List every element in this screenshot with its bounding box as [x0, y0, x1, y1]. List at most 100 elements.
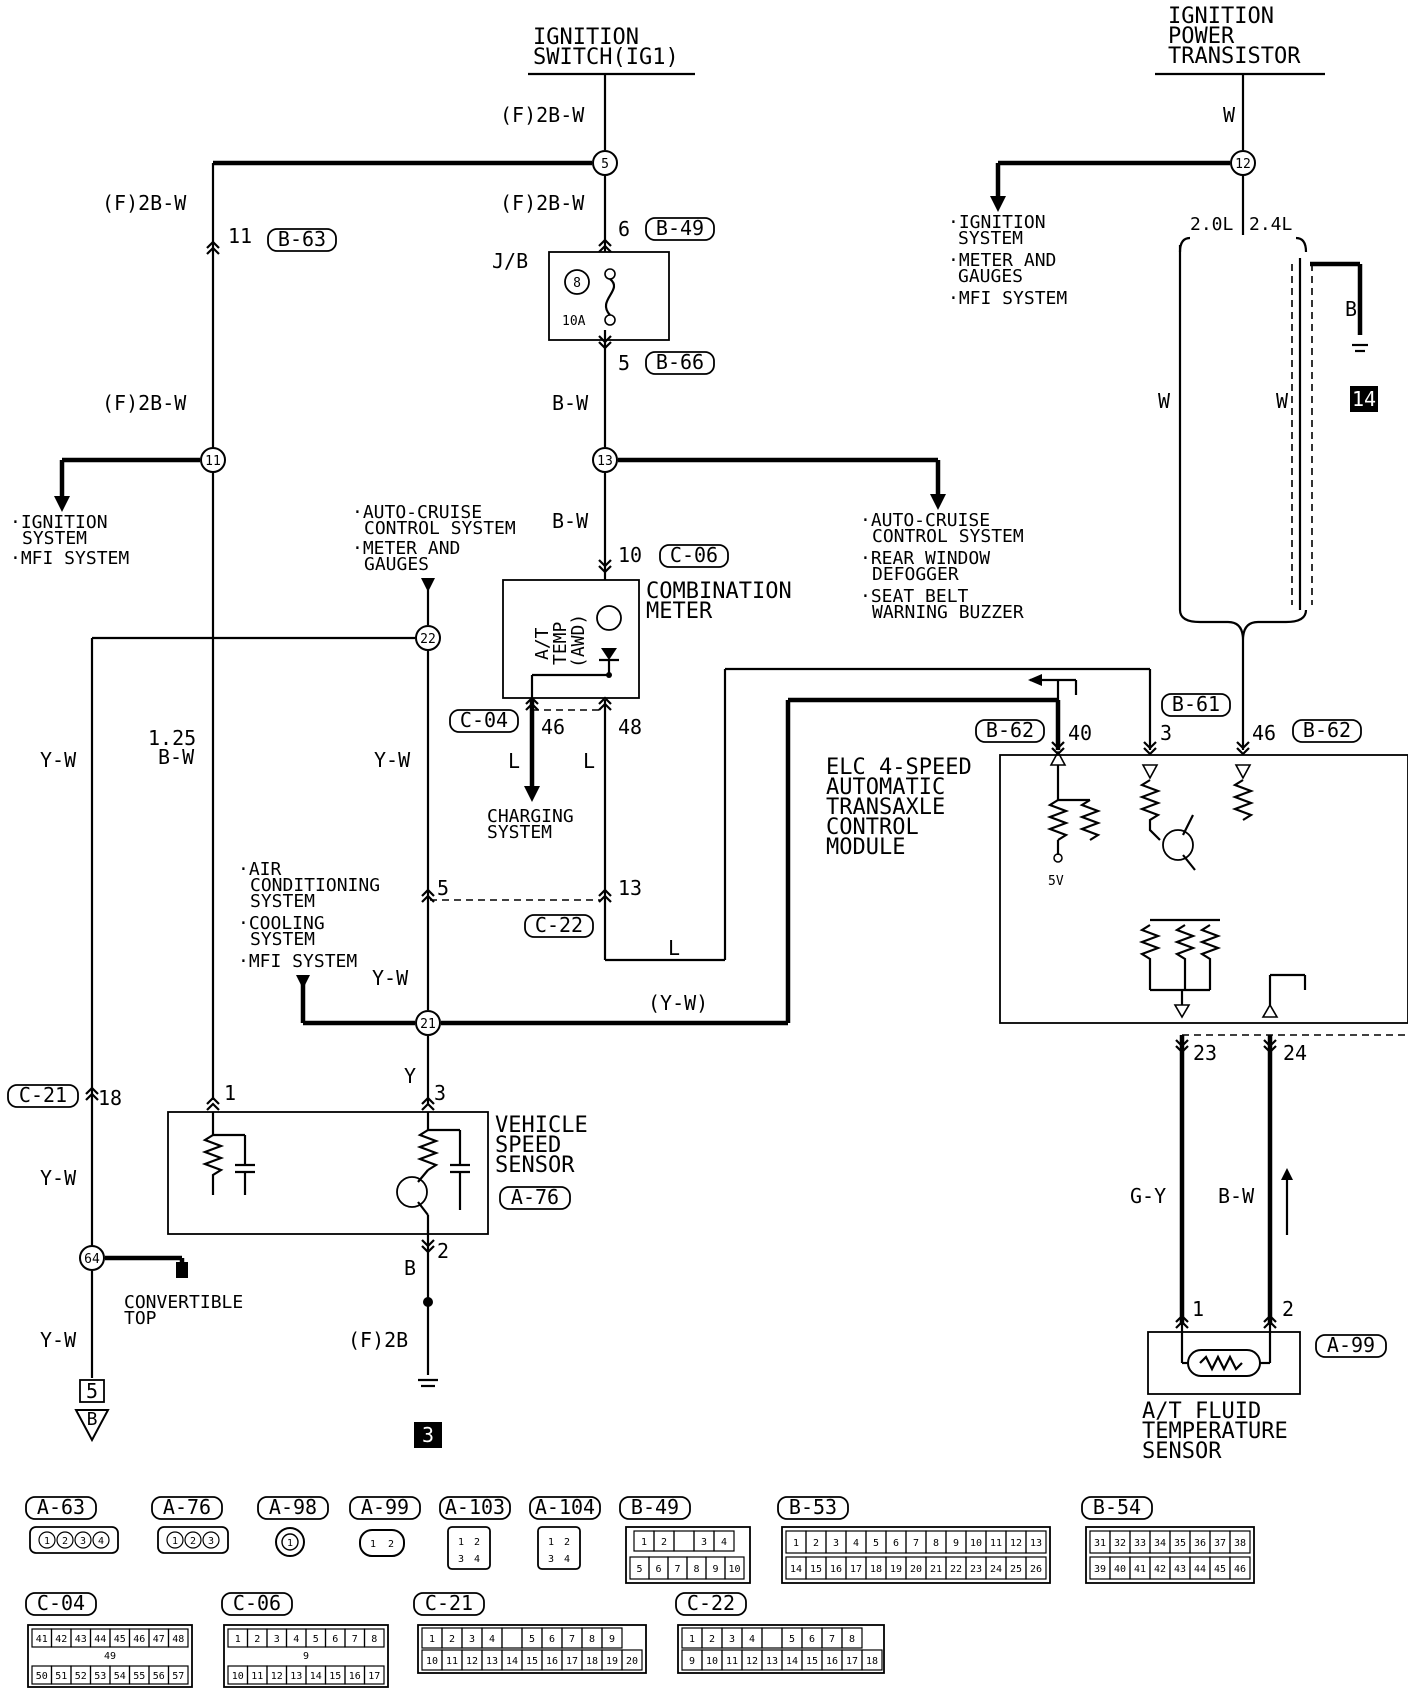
connector-pin-number: 7 — [674, 1564, 680, 1575]
connector-pin-cell — [202, 1531, 220, 1549]
ground-14-badge — [1350, 386, 1378, 412]
connector-pin-number: 26 — [1030, 1564, 1042, 1575]
connector-pin-number: 8 — [371, 1634, 377, 1645]
off-page-arrow-icon — [74, 1409, 110, 1443]
svg-text:10: 10 — [618, 543, 642, 567]
junction-13 — [592, 447, 618, 473]
svg-text:B-W: B-W — [552, 509, 589, 533]
connector-pin-number: 3 — [208, 1536, 214, 1547]
connector-pin-number: 47 — [153, 1634, 165, 1645]
svg-text:64: 64 — [84, 1252, 100, 1267]
svg-text:B-W: B-W — [158, 745, 195, 769]
connector-pin-number: 20 — [626, 1656, 638, 1667]
svg-text:1: 1 — [548, 1537, 554, 1548]
gauge-icon — [596, 605, 622, 631]
connector-pin-number: 15 — [526, 1656, 538, 1667]
connector-a99: A-99 1 2 — [349, 1495, 421, 1557]
connector-pin-number: 45 — [1214, 1564, 1226, 1575]
connector-pin-number: 2 — [449, 1634, 455, 1645]
svg-text:6: 6 — [618, 217, 630, 241]
connector-pin-number: 13 — [1030, 1538, 1042, 1549]
svg-text:5: 5 — [437, 876, 449, 900]
svg-text:A-63: A-63 — [37, 1495, 85, 1519]
svg-text:·METER AND: ·METER AND — [352, 538, 460, 559]
connector-pin-number: 24 — [990, 1564, 1002, 1575]
connector-pin-number: 14 — [790, 1564, 802, 1575]
connector-pin-number: 12 — [466, 1656, 478, 1667]
connector-pin-number: 16 — [826, 1656, 838, 1667]
connector-pin-cell — [184, 1531, 202, 1549]
svg-text:8: 8 — [573, 276, 581, 291]
resistor-icon — [201, 1134, 225, 1195]
arrow-down-icon — [296, 975, 310, 989]
junctions: 5 12 11 13 22 21 64 — [79, 150, 1256, 1271]
svg-text:4: 4 — [564, 1554, 570, 1565]
connector-label: B-61 — [1172, 692, 1220, 716]
svg-text:A-104: A-104 — [535, 1495, 595, 1519]
svg-text:B-W: B-W — [552, 391, 589, 415]
connector-pin-cell — [1229, 1556, 1251, 1580]
top-labels: IGNITION SWITCH(IG1) IGNITION POWER TRAN… — [102, 4, 1325, 533]
connector-pin-number: 13 — [766, 1656, 778, 1667]
connector-label: A-76 — [511, 1185, 559, 1209]
connector-pin-number: 56 — [153, 1671, 165, 1682]
svg-text:ELC 4-SPEED: ELC 4-SPEED — [826, 755, 972, 780]
svg-text:SYSTEM: SYSTEM — [487, 822, 552, 843]
connector-pin-number: 9 — [609, 1634, 615, 1645]
svg-text:3: 3 — [548, 1554, 554, 1565]
svg-text:22: 22 — [420, 632, 436, 647]
pin-markers — [85, 238, 1277, 1329]
connector-label: B-62 — [1303, 718, 1351, 742]
connector-pin-number: 22 — [950, 1564, 962, 1575]
svg-text:VEHICLE: VEHICLE — [495, 1113, 588, 1138]
connector-pin-number: 1 — [429, 1634, 435, 1645]
connector-pin-number: 5 — [873, 1538, 879, 1549]
connector-pin-number: 38 — [1234, 1538, 1246, 1549]
junction-5 — [592, 150, 618, 176]
svg-text:B: B — [87, 1409, 98, 1430]
svg-text:5: 5 — [86, 1379, 98, 1403]
svg-text:2: 2 — [437, 1239, 449, 1263]
svg-text:TRANSAXLE: TRANSAXLE — [826, 795, 945, 820]
svg-text:W: W — [1276, 389, 1289, 413]
svg-text:WARNING BUZZER: WARNING BUZZER — [872, 602, 1024, 623]
svg-text:(F)2B-W: (F)2B-W — [102, 191, 187, 215]
svg-text:48: 48 — [618, 715, 642, 739]
svg-text:MODULE: MODULE — [826, 835, 905, 860]
svg-text:(Y-W): (Y-W) — [648, 991, 708, 1015]
junction-22 — [415, 625, 441, 651]
svg-text:B-49: B-49 — [631, 1495, 679, 1519]
svg-text:B-W: B-W — [1218, 1184, 1255, 1208]
svg-text:(F)2B-W: (F)2B-W — [500, 191, 585, 215]
connector-pin-cell — [841, 1627, 863, 1649]
connector-pin-number: 46 — [133, 1634, 145, 1645]
connector-pin-number: 6 — [893, 1538, 899, 1549]
svg-text:B-54: B-54 — [1093, 1495, 1141, 1519]
connector-pin-number: 8 — [589, 1634, 595, 1645]
svg-text:SYSTEM: SYSTEM — [250, 891, 315, 912]
connector-pin-number: 52 — [75, 1671, 87, 1682]
connector-pin-number: 14 — [506, 1656, 518, 1667]
connector-pin-number: 9 — [712, 1564, 718, 1575]
svg-text:B: B — [404, 1256, 416, 1280]
connector-pin-number: 12 — [746, 1656, 758, 1667]
svg-text:C-06: C-06 — [233, 1591, 281, 1615]
left-systems-note: ·IGNITION SYSTEM ·MFI SYSTEM — [10, 512, 129, 569]
connector-pin-number: 8 — [933, 1538, 939, 1549]
connector-pin-number: 31 — [1094, 1538, 1106, 1549]
svg-text:A-103: A-103 — [445, 1495, 505, 1519]
svg-text:12: 12 — [1235, 157, 1251, 172]
connector-pin-number: 5 — [636, 1564, 642, 1575]
svg-text:·AIR: ·AIR — [238, 859, 282, 880]
connector-pin-cell — [673, 1530, 695, 1552]
connector-pin-number: 50 — [36, 1671, 48, 1682]
connector-pin-number: 6 — [655, 1564, 661, 1575]
svg-text:1.25: 1.25 — [148, 726, 196, 750]
